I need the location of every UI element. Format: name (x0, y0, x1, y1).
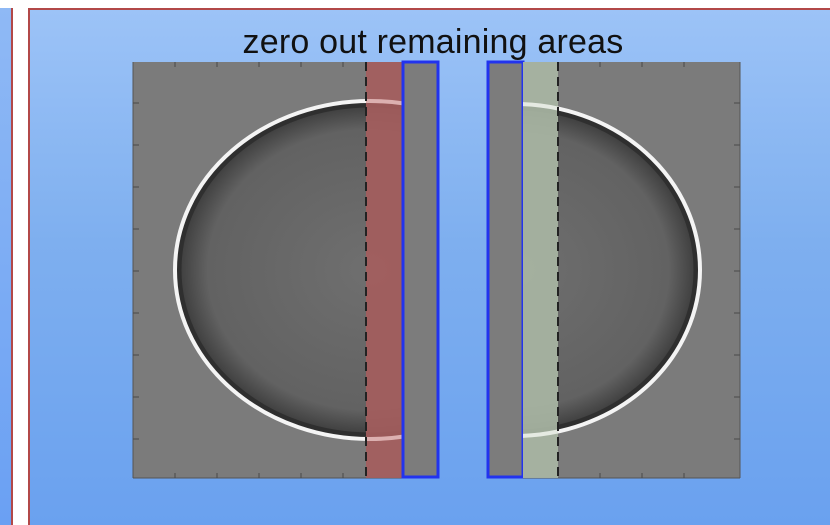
slide-title: zero out remaining areas (242, 23, 624, 61)
green-overlap-band (523, 62, 558, 478)
red-overlap-band (366, 62, 403, 478)
previous-panel-edge (0, 8, 13, 525)
left-blue-strip (401, 60, 440, 479)
right-blue-strip (486, 60, 525, 479)
right-image-half (523, 62, 741, 479)
axis-ticks (133, 62, 740, 478)
